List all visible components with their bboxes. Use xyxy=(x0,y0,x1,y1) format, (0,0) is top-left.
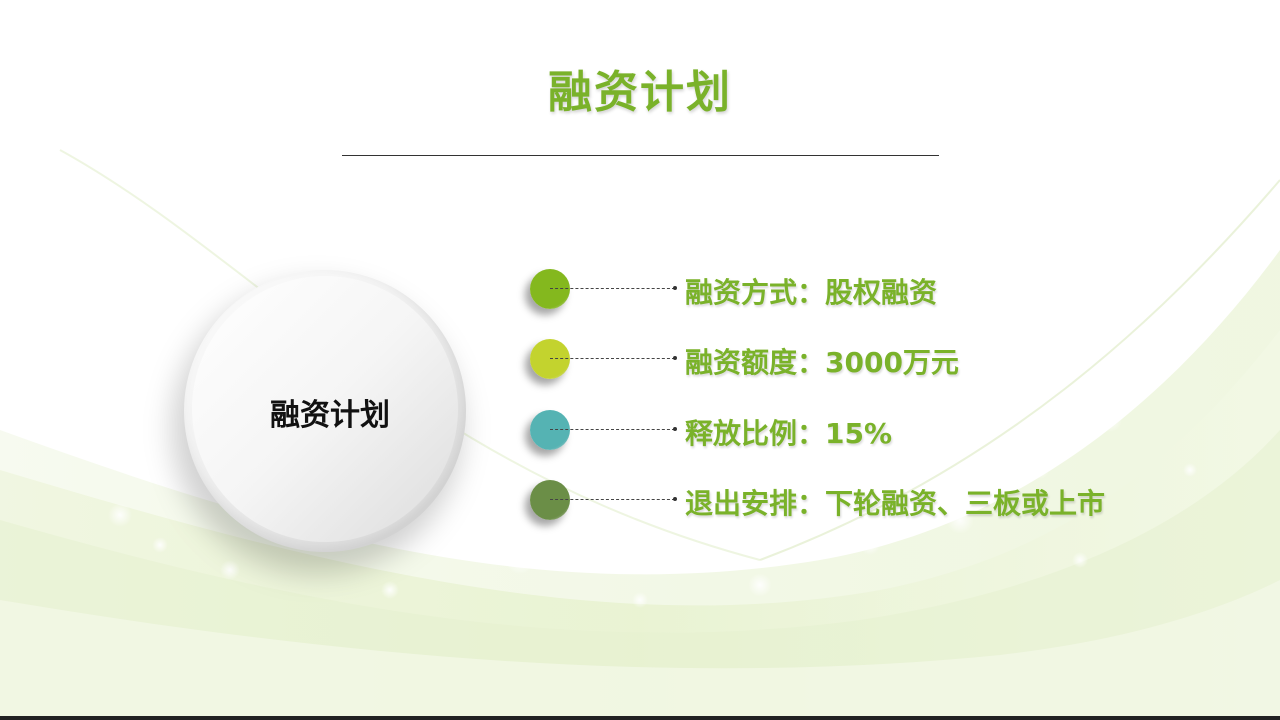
connector-end-dot xyxy=(673,286,677,290)
item-text: 融资方式：股权融资 xyxy=(685,276,938,309)
connector-line xyxy=(550,499,675,500)
connector-line xyxy=(550,358,675,359)
title-divider xyxy=(342,155,939,156)
bullet-dot-icon xyxy=(530,410,570,450)
bullet-dot-icon xyxy=(530,480,570,520)
center-circle xyxy=(184,270,466,552)
connector-end-dot xyxy=(673,497,677,501)
circle-label: 融资计划 xyxy=(270,398,390,433)
connector-line xyxy=(550,288,675,289)
list-item-equity-ratio: 释放比例：15% xyxy=(530,410,1230,450)
list-item-financing-amount: 融资额度：3000万元 xyxy=(530,339,1230,379)
item-text: 退出安排：下轮融资、三板或上市 xyxy=(685,487,1106,520)
list-item-financing-method: 融资方式：股权融资 xyxy=(530,269,1230,309)
center-circle-face xyxy=(192,276,458,542)
item-text: 融资额度：3000万元 xyxy=(685,346,959,379)
connector-end-dot xyxy=(673,356,677,360)
connector-end-dot xyxy=(673,427,677,431)
item-text: 释放比例：15% xyxy=(685,417,893,450)
list-item-exit-plan: 退出安排：下轮融资、三板或上市 xyxy=(530,480,1230,520)
page-title: 融资计划 xyxy=(548,67,732,118)
bullet-dot-icon xyxy=(530,269,570,309)
bullet-dot-icon xyxy=(530,339,570,379)
bottom-border xyxy=(0,716,1280,720)
connector-line xyxy=(550,429,675,430)
